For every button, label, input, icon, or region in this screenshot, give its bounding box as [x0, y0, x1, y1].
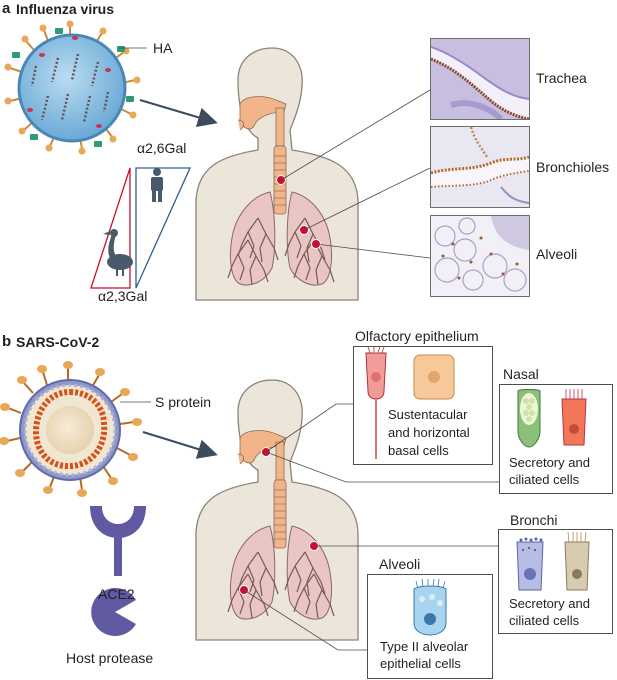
nasal-cells-line1: Secretory and — [509, 455, 590, 470]
airway-b — [237, 430, 287, 549]
influenza-virion-icon — [4, 20, 141, 155]
panel-a-title: Influenza virus — [16, 1, 115, 17]
lungs-a — [227, 191, 335, 286]
panel-b-letter: b — [2, 333, 12, 350]
s-protein-label: S protein — [155, 394, 212, 410]
bronchi-cells-line2: ciliated cells — [509, 613, 580, 628]
alveoli-cells-line1: Type II alveolar — [380, 639, 469, 654]
alveoli-micrograph — [430, 215, 530, 297]
panel-a-letter: a — [2, 0, 11, 17]
tissue-label-trachea: Trachea — [536, 70, 587, 86]
bronchi-box: Secretory and ciliated cells — [498, 529, 613, 634]
tissue-label-bronchioles: Bronchioles — [536, 159, 610, 175]
alveoli-cells-line2: epithelial cells — [380, 656, 461, 671]
ha-label: HA — [153, 40, 173, 56]
panel-b-title: SARS-CoV-2 — [16, 334, 100, 350]
nasal-title: Nasal — [503, 366, 539, 382]
olfactory-cells-line1: Sustentacular — [388, 407, 468, 422]
receptor-human-label: α2,6Gal — [137, 140, 187, 156]
olfactory-cells-icon — [365, 347, 455, 400]
airway-a — [237, 96, 287, 215]
nasal-cells-line2: ciliated cells — [509, 472, 580, 487]
host-protease-label: Host protease — [66, 650, 154, 666]
goose-icon — [103, 229, 133, 276]
olfactory-box: Sustentacular and horizontal basal cells — [353, 346, 493, 465]
olfactory-axon — [375, 399, 377, 459]
tissue-label-alveoli: Alveoli — [536, 246, 578, 262]
callout-lines-b — [243, 403, 499, 651]
trachea-micrograph — [430, 38, 530, 120]
nasal-cells-icon — [517, 389, 587, 448]
ace2-label: ACE2 — [98, 586, 135, 602]
bronchi-cells-icon — [516, 531, 590, 591]
bronchi-title: Bronchi — [510, 512, 558, 528]
sars-cov-2-virion-icon — [0, 361, 142, 497]
bronchioles-micrograph — [430, 126, 530, 208]
ace2-receptor-icon — [90, 506, 146, 576]
alveoli-box: Type II alveolar epithelial cells — [367, 574, 493, 679]
receptor-gradient-triangles — [90, 167, 192, 289]
type-ii-cell-icon — [413, 578, 447, 636]
olfactory-cells-line3: basal cells — [388, 443, 449, 458]
human-icon — [151, 168, 163, 202]
callout-lines-a — [280, 89, 431, 259]
olfactory-cells-line2: and horizontal — [388, 425, 470, 440]
receptor-avian-label: α2,3Gal — [98, 288, 148, 304]
infection-arrow-b — [142, 431, 218, 459]
alveoli-title: Alveoli — [379, 556, 421, 572]
host-protease-icon — [91, 587, 136, 636]
infection-arrow — [139, 99, 218, 128]
bronchi-cells-line1: Secretory and — [509, 596, 590, 611]
nasal-box: Secretory and ciliated cells — [499, 384, 613, 494]
lungs-b — [227, 525, 335, 620]
olfactory-title: Olfactory epithelium — [355, 328, 479, 344]
